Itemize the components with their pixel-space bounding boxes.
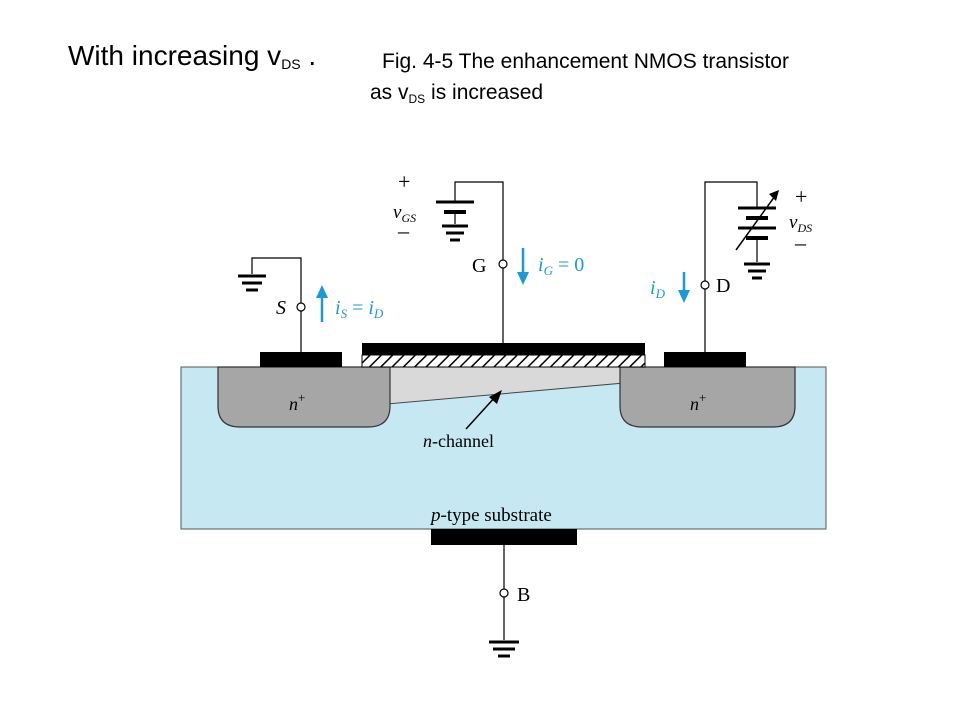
n-channel-label: n-channel	[423, 431, 494, 451]
n-plus-drain-label: n+	[690, 390, 706, 414]
vgs-minus-sign: –	[397, 218, 410, 243]
n-plus-source-region	[217, 366, 391, 428]
source-current-arrow	[316, 285, 328, 322]
figure-caption-line2: as vDS is increased	[370, 81, 543, 106]
title-main-text: With increasing v	[68, 40, 282, 71]
gate-terminal-node	[498, 259, 508, 269]
drain-terminal-label: D	[716, 275, 730, 297]
gate-metal	[362, 343, 645, 355]
vds-minus-sign: –	[794, 230, 807, 255]
vds-variable-battery-icon	[735, 190, 779, 262]
drain-contact	[664, 352, 746, 367]
source-contact	[260, 352, 342, 367]
body-terminal-node	[499, 588, 509, 598]
body-ground-icon	[489, 640, 519, 658]
slide-title: With increasing vDS .	[68, 40, 316, 72]
caption-line2-sub: DS	[408, 92, 426, 106]
drain-current-label: iD	[650, 277, 666, 301]
figure-caption-line1: Fig. 4-5 The enhancement NMOS transistor	[382, 50, 789, 73]
gate-ground-icon	[442, 224, 468, 242]
drain-ground-icon	[744, 262, 770, 280]
source-terminal-node	[296, 302, 306, 312]
caption-line2-suffix: is increased	[425, 81, 544, 104]
vgs-plus-sign: +	[398, 169, 410, 194]
n-plus-source-label: n+	[289, 390, 305, 414]
gate-terminal-label: G	[472, 255, 486, 277]
drain-terminal-node	[700, 280, 710, 290]
caption-line2-prefix: as v	[370, 81, 409, 104]
source-terminal-label: S	[276, 297, 286, 319]
gate-current-arrow	[517, 248, 529, 285]
vds-plus-sign: +	[795, 184, 807, 209]
body-contact	[431, 529, 577, 545]
vgs-label: vGS	[393, 202, 416, 225]
vgs-battery-icon	[436, 200, 474, 224]
channel-pointer-arrow	[465, 390, 502, 430]
title-main-suffix: .	[300, 40, 317, 71]
drain-current-arrow	[678, 272, 690, 303]
body-terminal-label: B	[517, 584, 530, 606]
p-substrate-label: p-type substrate	[429, 505, 552, 526]
source-current-label: iS = iD	[335, 297, 384, 321]
vds-label: vDS	[789, 212, 812, 235]
gate-oxide	[361, 354, 646, 368]
gate-current-label: iG = 0	[538, 254, 584, 278]
title-main-sub: DS	[281, 56, 301, 72]
n-plus-drain-region	[619, 366, 796, 428]
source-ground-icon	[238, 274, 266, 292]
